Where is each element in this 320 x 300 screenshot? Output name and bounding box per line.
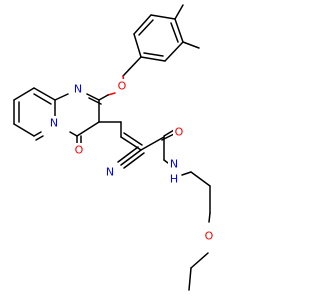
atom-o-ether-chain: O — [205, 230, 214, 243]
bond — [76, 121, 100, 137]
bond — [164, 41, 184, 62]
bond — [150, 14, 176, 20]
bond — [33, 93, 52, 105]
atom-o-ring-carbonyl: O — [75, 144, 84, 157]
bond — [208, 212, 211, 223]
bond — [174, 18, 184, 43]
bond — [122, 56, 142, 77]
bond — [123, 132, 143, 146]
bond — [174, 4, 184, 20]
bond — [107, 92, 116, 96]
bond — [120, 149, 142, 166]
bond — [138, 19, 154, 36]
atom-label-layer: N N O O O N N H O — [48, 79, 215, 243]
bond — [163, 159, 169, 164]
bond — [182, 41, 200, 49]
bond — [13, 123, 35, 137]
bond — [140, 136, 165, 151]
bond — [35, 135, 44, 141]
bond — [33, 87, 56, 101]
bond — [98, 94, 109, 101]
bond — [13, 87, 35, 101]
bond — [140, 56, 166, 62]
bond — [163, 129, 175, 137]
bond — [86, 93, 100, 101]
atom-o-aryl-ether: O — [118, 80, 127, 93]
molecule-structure-diagram: N N O O O N N H O — [13, 4, 215, 291]
bond — [143, 52, 164, 57]
bond — [54, 93, 69, 101]
atom-o-amide: O — [175, 126, 184, 139]
bond-layer — [13, 4, 211, 291]
atom-n-ring-bridge: N — [50, 117, 58, 130]
bond — [133, 14, 152, 35]
atom-n-nitrile: N — [106, 166, 114, 179]
bond — [188, 267, 192, 291]
bond — [117, 146, 139, 163]
bond — [133, 33, 142, 58]
bond — [120, 136, 142, 151]
bond — [190, 171, 211, 187]
atom-n-amide: N — [170, 158, 178, 171]
bond — [33, 131, 42, 137]
bond — [69, 131, 78, 137]
bond — [123, 152, 145, 169]
bond — [170, 22, 179, 43]
bond — [190, 252, 209, 269]
bond — [181, 171, 192, 176]
atom-n-ring-top: N — [74, 83, 82, 96]
atom-h-amide: H — [170, 173, 178, 186]
